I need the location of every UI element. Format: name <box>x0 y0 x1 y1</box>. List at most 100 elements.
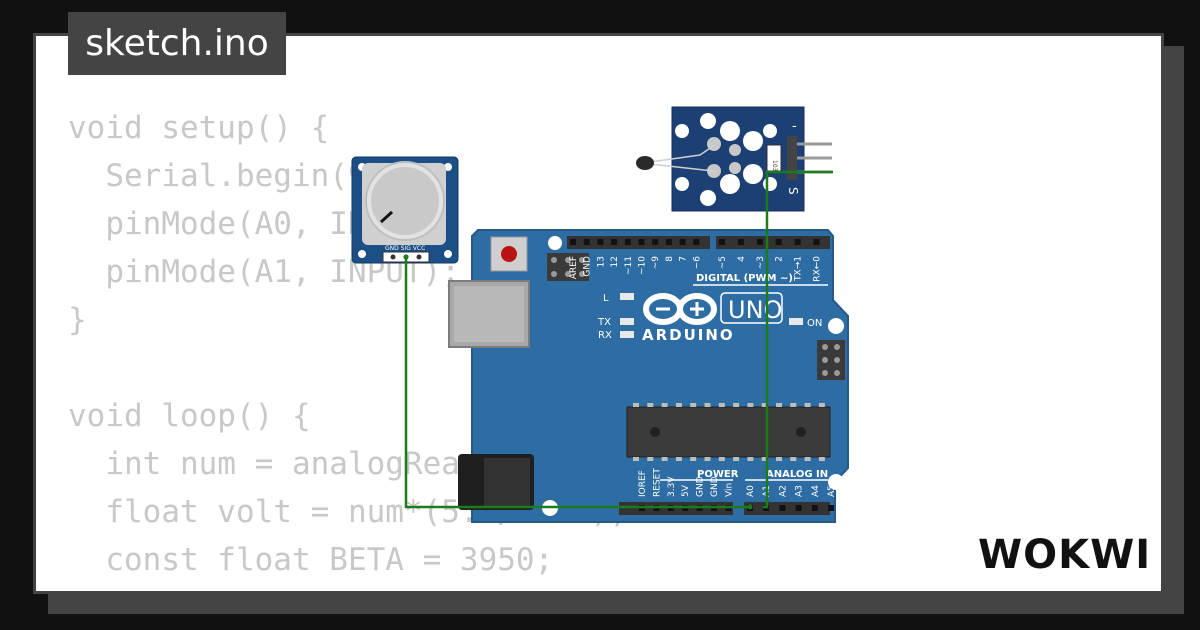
chip-pin <box>704 457 711 461</box>
power-analog-header <box>619 502 834 515</box>
code-line: int analogValue = analogRead(A1); <box>68 584 721 591</box>
digital-pin-label: 2 <box>775 256 785 262</box>
code-line: } <box>68 302 87 338</box>
power-label: POWER <box>697 469 739 480</box>
wires[interactable] <box>403 170 834 510</box>
chip-pin <box>818 403 825 407</box>
code-line: void loop() { <box>68 398 311 434</box>
digital-pin-label: ~10 <box>638 256 648 275</box>
power-jack <box>458 454 534 510</box>
bottom-pin-label: A3 <box>795 485 805 497</box>
chip-pin <box>776 403 782 407</box>
digital-pin-label: ~9 <box>651 256 661 270</box>
digital-pin-hole <box>794 239 801 245</box>
digital-pin-hole <box>597 239 604 245</box>
code-line: pinMode(A1, INPUT); <box>68 254 460 290</box>
digital-pin-hole <box>583 239 590 245</box>
file-name-tab[interactable]: sketch.ino <box>68 12 286 75</box>
chip-pin <box>790 403 797 407</box>
bottom-pin-label: GND <box>696 476 706 497</box>
analog-label: ANALOG IN <box>766 469 828 480</box>
bottom-pin-label: A0 <box>746 485 756 497</box>
digital-pin-label: AREF <box>569 256 579 279</box>
chip-pin <box>661 457 668 461</box>
bottom-pin-label: Vin <box>724 483 734 497</box>
ntc-pin-minus-label: - <box>792 119 797 134</box>
thermistor-icon <box>636 156 654 170</box>
led-tx-label: TX <box>597 317 611 328</box>
digital-pin-label: 4 <box>737 256 747 262</box>
digital-label: DIGITAL (PWM ~) <box>696 273 793 284</box>
mount-hole <box>548 236 562 250</box>
board-model: UNO <box>728 296 782 324</box>
led-l-icon <box>620 293 634 300</box>
digital-pin-label: RX←0 <box>813 256 823 282</box>
chip-pin <box>733 403 740 407</box>
arduino-logo-text: ARDUINO <box>642 326 735 344</box>
led-on-label: ON <box>807 318 822 329</box>
mount-hole <box>828 474 844 490</box>
digital-pin-hole <box>652 239 659 245</box>
bottom-pin-label: A4 <box>811 485 821 497</box>
chip-pin <box>718 403 725 407</box>
digital-pin-hole <box>719 239 725 245</box>
potentiometer-pin-labels: GND SIG VCC <box>385 245 425 252</box>
chip-pin <box>661 403 668 407</box>
code-line: void setup() { <box>68 110 330 146</box>
chip-pin <box>761 403 768 407</box>
chip-pin <box>804 403 811 407</box>
ntc-temperature-module[interactable]: 103 - S <box>636 106 832 212</box>
digital-pin-label: 13 <box>596 256 606 267</box>
potentiometer-module[interactable]: GND SIG VCC <box>351 156 459 264</box>
mount-hole <box>828 318 844 334</box>
ntc-pin-signal-label: S <box>786 187 800 195</box>
wire-ntc-to-a1[interactable] <box>763 170 833 509</box>
icsp-header-2 <box>817 340 845 380</box>
digital-pin-hole <box>813 239 820 245</box>
digital-pin-hole <box>570 239 576 245</box>
digital-pin-hole <box>775 239 782 245</box>
digital-pin-label: ~6 <box>692 256 702 270</box>
digital-pin-label: ~11 <box>624 256 634 275</box>
chip-pin <box>633 457 639 461</box>
bottom-pin-hole <box>795 505 802 511</box>
wokwi-logo-text: WOKWI <box>978 532 1151 578</box>
digital-pin-label: ~5 <box>718 256 728 269</box>
digital-pin-label: TX→1 <box>794 256 804 282</box>
digital-pin-hole <box>756 239 763 245</box>
bottom-pin-label: 3.3V <box>667 476 677 497</box>
bottom-pin-label: 5V <box>681 484 691 497</box>
bottom-pin-hole <box>828 505 834 511</box>
digital-pin-hole <box>693 239 700 245</box>
chip-pin <box>804 457 811 461</box>
chip-pin <box>776 457 782 461</box>
digital-pin-hole <box>624 239 631 245</box>
digital-pin-label: 8 <box>665 256 675 262</box>
arduino-logo-icon <box>643 293 717 325</box>
chip-pin <box>818 457 825 461</box>
led-rx-icon <box>620 331 634 338</box>
chip-pin <box>690 403 697 407</box>
wokwi-logo: WOKWI <box>978 532 1151 578</box>
resistor-code: 103 <box>771 160 778 172</box>
potentiometer-knob-indicator <box>379 210 394 224</box>
digital-pin-hole <box>665 239 672 245</box>
chip-pin <box>718 457 725 461</box>
wire-pot-to-a0[interactable] <box>404 257 750 509</box>
digital-pin-label: 12 <box>610 256 620 267</box>
chip-pin <box>704 403 711 407</box>
microcontroller-chip <box>626 403 831 461</box>
chip-pin <box>675 403 682 407</box>
chip-pin <box>733 457 740 461</box>
reset-button[interactable] <box>490 236 528 272</box>
bottom-pin-label: GND <box>710 476 720 497</box>
chip-pin <box>761 457 768 461</box>
digital-pin-label: GND <box>583 256 593 277</box>
chip-pin <box>690 457 697 461</box>
bottom-pin-label: A2 <box>778 485 788 497</box>
code-line: const float BETA = 3950; <box>68 542 554 578</box>
digital-pin-label: 7 <box>679 256 689 262</box>
digital-pin-label: ~3 <box>756 256 766 269</box>
